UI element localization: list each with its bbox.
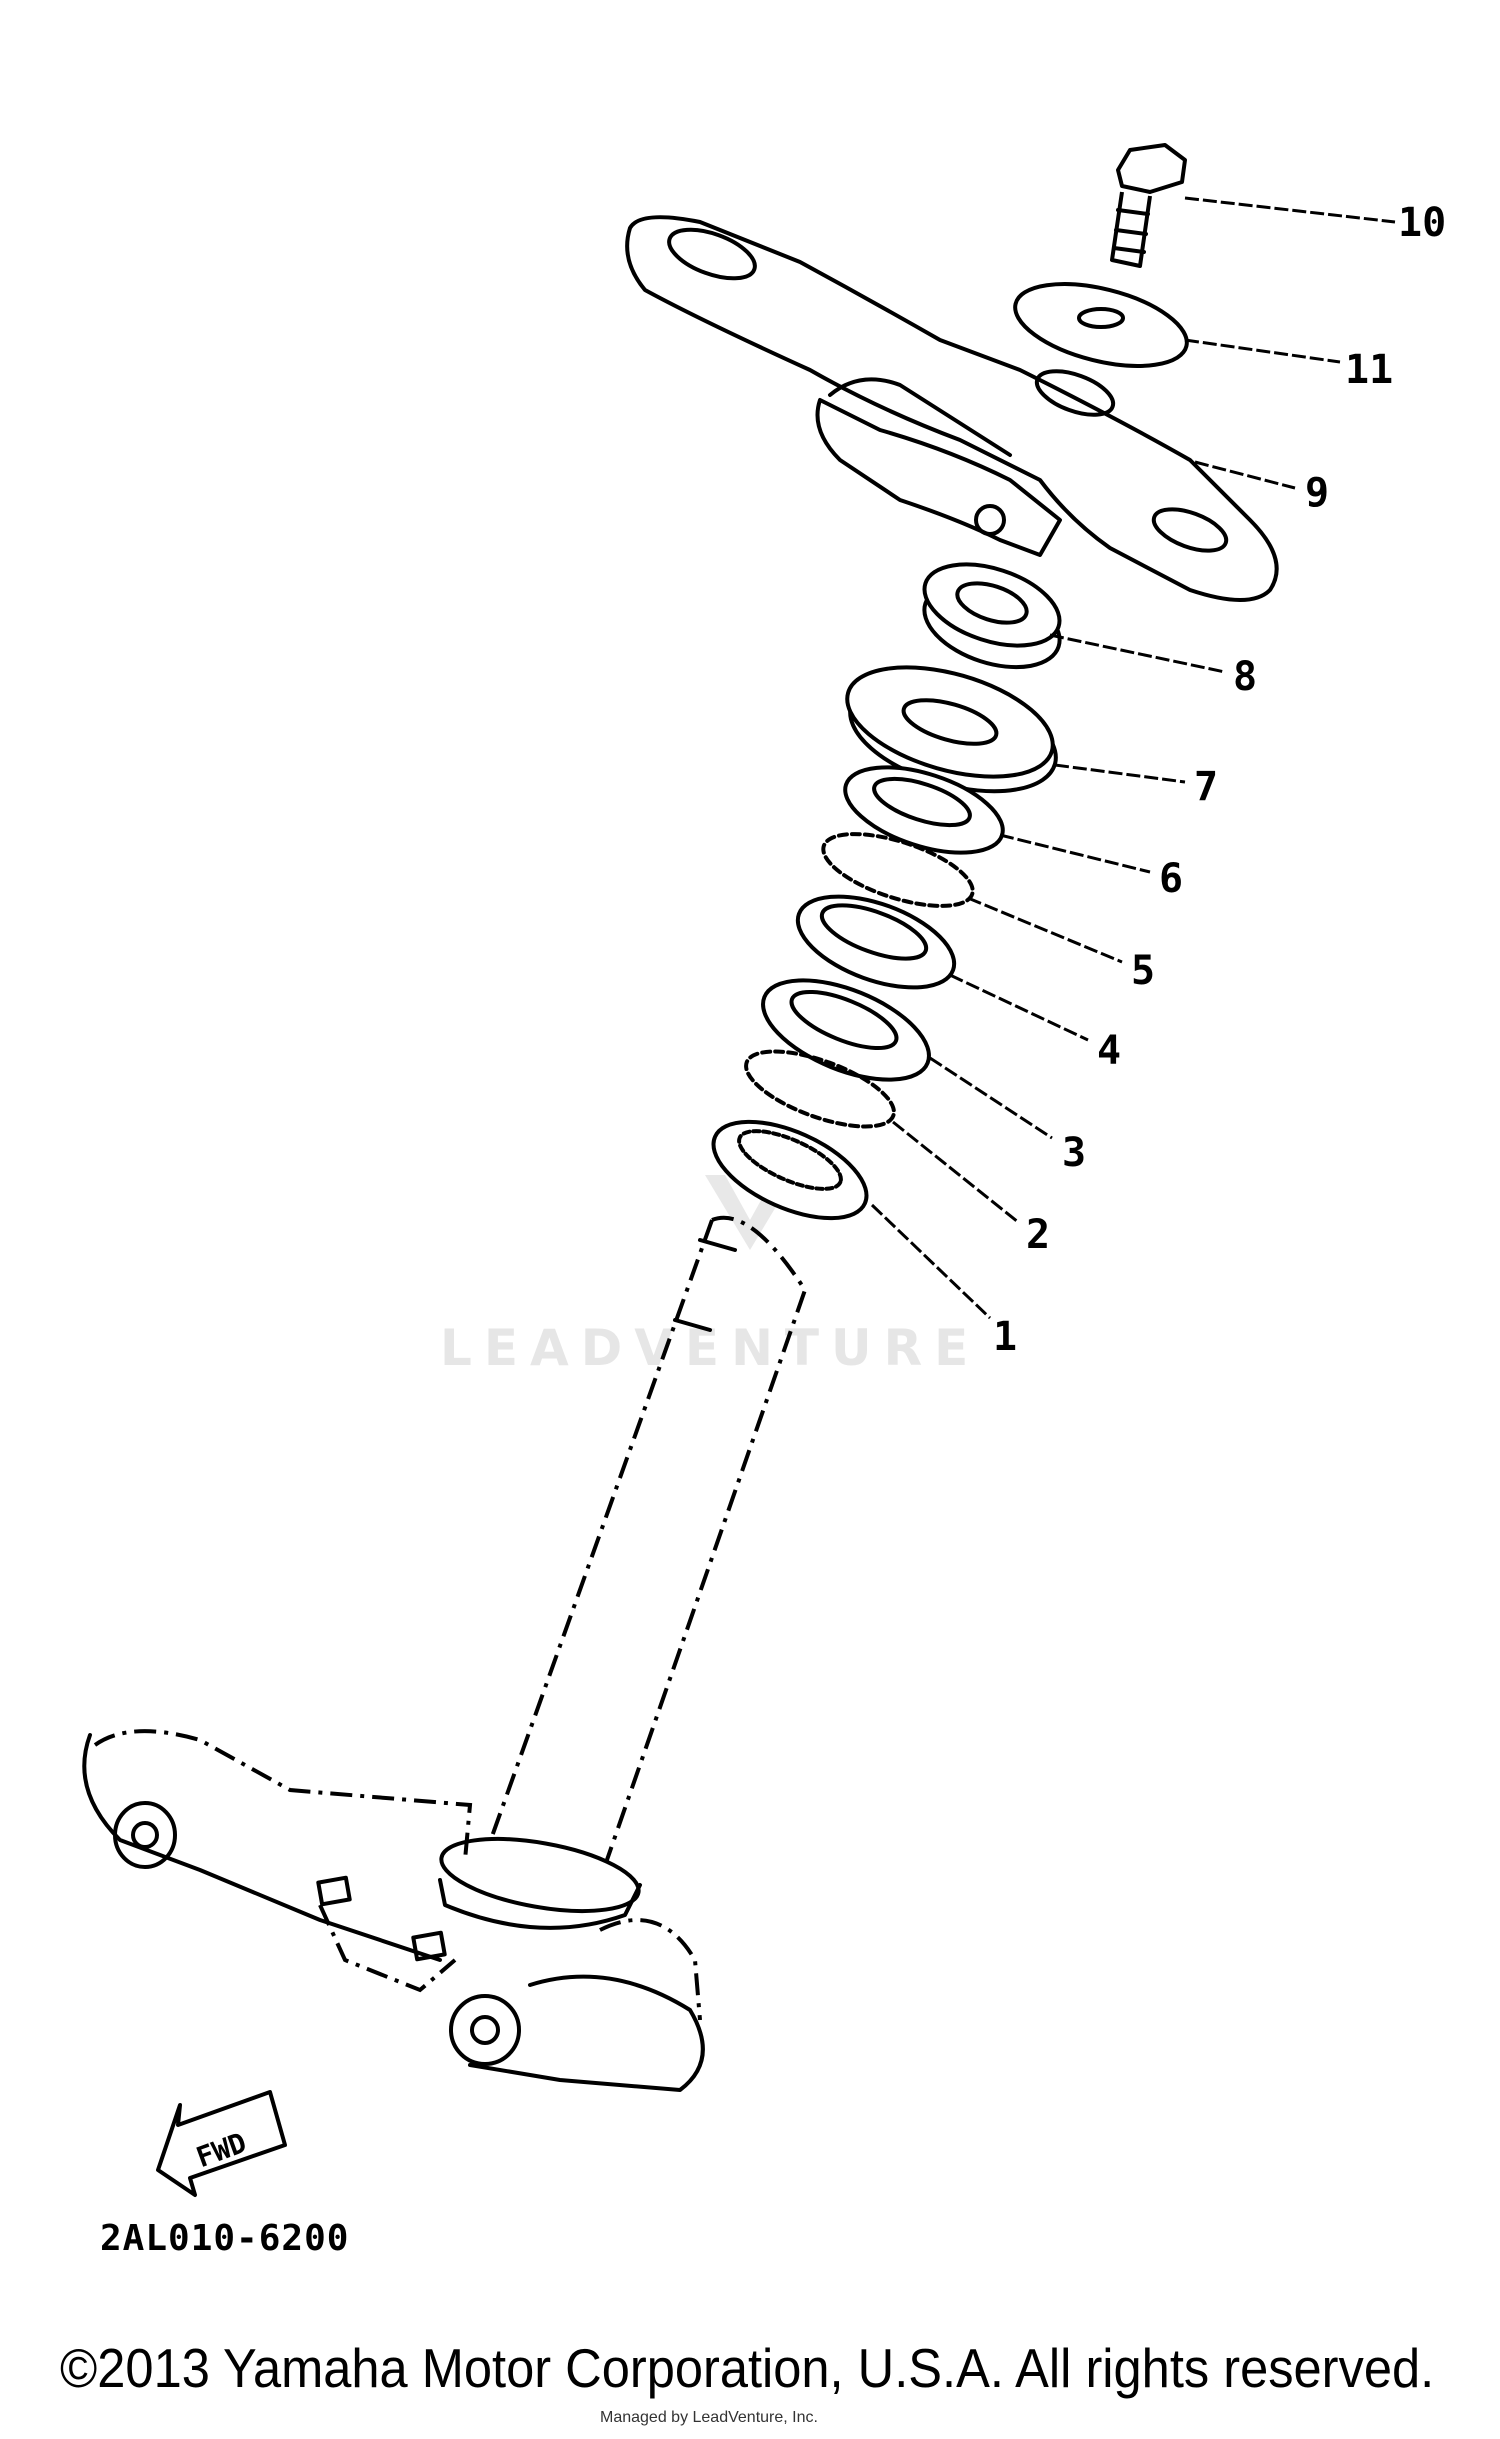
part-3-bearing-race: [761, 978, 931, 1082]
leader-lines: [870, 196, 1396, 1320]
label-7: 7: [1194, 764, 1218, 810]
part-1-dust-seal: [711, 1119, 869, 1221]
part-9-upper-bracket: [625, 215, 1279, 602]
managed-by-note: Managed by LeadVenture, Inc.: [600, 2409, 818, 2426]
part-8-ring-nut: [922, 562, 1062, 670]
part-2-ball-bearings: [744, 1049, 896, 1129]
watermark-logo: LEADVENTURE: [440, 1175, 980, 1377]
part-number-labels: 1 2 3 4 5 6 7 8 9 10 11: [993, 200, 1446, 1360]
steering-stem-lower-bracket: [82, 1215, 808, 2092]
label-1: 1: [993, 1314, 1017, 1360]
part-5-ball-bearings: [821, 832, 975, 908]
label-3: 3: [1062, 1130, 1086, 1176]
label-4: 4: [1097, 1028, 1121, 1074]
label-6: 6: [1159, 856, 1183, 902]
label-11: 11: [1345, 347, 1393, 393]
part-4-bearing-race: [795, 894, 957, 990]
part-11-washer: [1013, 282, 1189, 368]
label-10: 10: [1398, 200, 1446, 246]
diagram-code: 2AL010-6200: [100, 2218, 350, 2259]
copyright-notice: ©2013 Yamaha Motor Corporation, U.S.A. A…: [60, 2337, 1435, 2399]
forward-direction-arrow: FWD: [156, 2090, 287, 2197]
label-2: 2: [1026, 1212, 1050, 1258]
part-10-bolt: [1110, 143, 1187, 268]
label-8: 8: [1233, 654, 1257, 700]
watermark-text: LEADVENTURE: [440, 1319, 980, 1377]
label-5: 5: [1131, 948, 1155, 994]
part-7-bearing-cover: [845, 665, 1058, 794]
label-9: 9: [1305, 470, 1329, 516]
